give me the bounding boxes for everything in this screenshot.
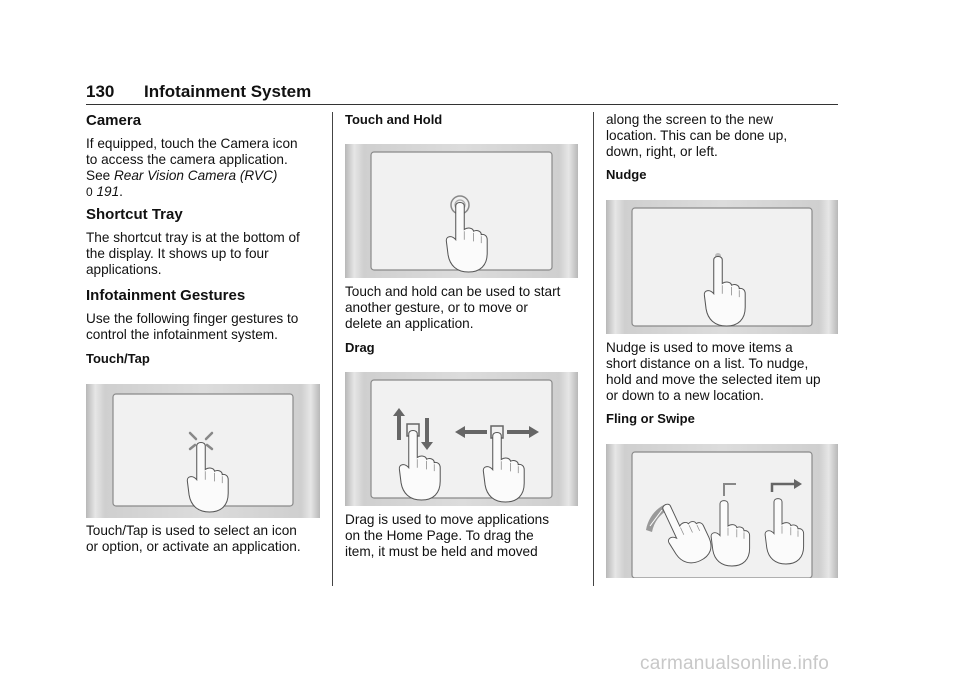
touch-hold-text-line-1: Touch and hold can be used to start [345, 284, 561, 299]
page-header: 130 Infotainment System [86, 82, 838, 104]
touch-hold-figure [345, 144, 578, 278]
page-number: 130 [86, 82, 115, 101]
nudge-text-line-3: hold and move the selected item up [606, 372, 821, 387]
gestures-text-line-1: Use the following finger gestures to [86, 311, 299, 326]
fling-path-icon [723, 483, 736, 496]
drag-vertical-arrows-icon [393, 408, 433, 450]
drag-cont-text-line-1: along the screen to the new [606, 112, 774, 127]
drag-text-line-2: on the Home Page. To drag the [345, 528, 534, 543]
shortcut-text-line-1: The shortcut tray is at the bottom of [86, 230, 300, 245]
shortcut-text-line-3: applications. [86, 262, 162, 277]
camera-text-line-4: 0 191. [86, 184, 123, 201]
tap-burst-icon [188, 431, 214, 451]
touch-tap-figure [86, 384, 320, 518]
touch-tap-heading: Touch/Tap [86, 351, 150, 366]
swipe-motion-icon [646, 504, 668, 532]
drag-text-line-3: item, it must be held and moved [345, 544, 538, 559]
camera-text-line-1: If equipped, touch the Camera icon [86, 136, 298, 151]
touch-hold-heading: Touch and Hold [345, 112, 443, 127]
drag-text-line-1: Drag is used to move applications [345, 512, 550, 527]
camera-heading: Camera [86, 112, 142, 129]
page-reference-link[interactable]: 191 [92, 184, 120, 199]
ref-period: . [119, 184, 123, 199]
header-rule [86, 104, 838, 105]
page-reference-icon: 0 [86, 185, 93, 199]
watermark: carmanualsonline.info [640, 653, 830, 674]
touch-hold-text-line-3: delete an application. [345, 316, 474, 331]
nudge-text-line-4: or down to a new location. [606, 388, 764, 403]
camera-text-line-2: to access the camera application. [86, 152, 288, 167]
nudge-text-line-2: short distance on a list. To nudge, [606, 356, 809, 371]
rvc-reference-link[interactable]: Rear Vision Camera (RVC) [113, 168, 278, 183]
touch-tap-text-line-2: or option, or activate an application. [86, 539, 301, 554]
nudge-text-line-1: Nudge is used to move items a [606, 340, 793, 355]
shortcut-tray-heading: Shortcut Tray [86, 206, 183, 223]
drag-horizontal-arrows-icon [455, 426, 539, 438]
fling-swipe-figure [606, 444, 838, 578]
touch-tap-text-line-1: Touch/Tap is used to select an icon [86, 523, 297, 538]
camera-text-line-3: See Rear Vision Camera (RVC) [86, 168, 277, 185]
touch-hold-text-line-2: another gesture, or to move or [345, 300, 528, 315]
swipe-arrow-icon [770, 482, 796, 492]
column-divider-2 [593, 112, 594, 586]
nudge-heading: Nudge [606, 167, 647, 182]
shortcut-text-line-2: the display. It shows up to four [86, 246, 269, 261]
fling-swipe-heading: Fling or Swipe [606, 411, 695, 426]
drag-heading: Drag [345, 340, 375, 355]
page-title: Infotainment System [144, 82, 312, 101]
drag-cont-text-line-2: location. This can be done up, [606, 128, 788, 143]
nudge-figure [606, 200, 838, 334]
gestures-heading: Infotainment Gestures [86, 287, 246, 304]
column-divider-1 [332, 112, 333, 586]
see-text: See [86, 168, 114, 183]
drag-cont-text-line-3: down, right, or left. [606, 144, 718, 159]
gestures-text-line-2: control the infotainment system. [86, 327, 278, 342]
drag-figure [345, 372, 578, 506]
